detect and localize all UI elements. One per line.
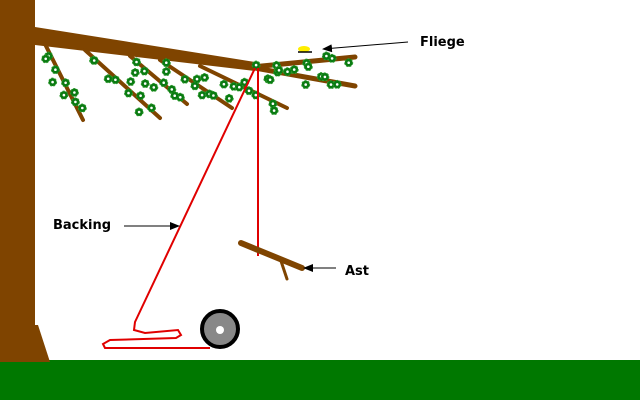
- leaf-center: [243, 81, 246, 84]
- leaf-center: [254, 93, 258, 97]
- leaf-center: [335, 83, 339, 86]
- backing-label: Backing: [53, 218, 111, 233]
- leaf-center: [275, 64, 278, 67]
- leaf-center: [74, 100, 77, 104]
- leaf-center: [323, 75, 327, 79]
- leaf-center: [165, 70, 168, 73]
- leaf-center: [307, 65, 310, 68]
- leaf-center: [304, 83, 308, 86]
- fly-arrow: [322, 41, 409, 53]
- leaf-center: [232, 85, 236, 88]
- leaf-center: [129, 80, 132, 83]
- main-branch: [35, 27, 255, 71]
- leaf-center: [143, 82, 147, 85]
- leaf-center: [329, 83, 333, 86]
- leaf-center: [152, 86, 156, 89]
- leaf-center: [165, 61, 168, 64]
- leaf-center: [212, 94, 215, 97]
- leaf-center: [195, 77, 199, 81]
- leaf-center: [347, 61, 351, 64]
- leaf-center: [51, 80, 54, 84]
- fly: [298, 46, 312, 53]
- backing-line: [101, 67, 256, 349]
- leaf-center: [277, 69, 281, 72]
- leaf-center: [139, 94, 142, 97]
- ground: [0, 360, 640, 400]
- caught-branch: [238, 240, 305, 281]
- fly-label: Fliege: [420, 35, 465, 50]
- leaf-center: [222, 82, 226, 86]
- leaf-center: [62, 93, 66, 97]
- leaf-center: [227, 97, 231, 100]
- leaf-center: [64, 81, 67, 85]
- tree-trunk: [0, 0, 35, 362]
- leaf-center: [137, 110, 141, 114]
- leaf-center: [54, 68, 57, 71]
- leaf-center: [200, 93, 204, 97]
- trunk-root: [33, 325, 50, 362]
- leaf-center: [44, 57, 47, 61]
- leaf-center: [170, 88, 174, 91]
- leaf-center: [150, 106, 153, 110]
- leaves: [41, 51, 354, 117]
- leaf-center: [272, 109, 276, 112]
- leaf-center: [330, 57, 334, 60]
- leaf-center: [114, 78, 117, 82]
- leaf-center: [106, 77, 110, 81]
- leaf-center: [135, 60, 138, 64]
- leaf-center: [286, 70, 289, 73]
- branch-label: Ast: [345, 264, 369, 279]
- leaf-center: [203, 76, 206, 79]
- leaf-center: [325, 54, 328, 58]
- leaf-center: [173, 94, 176, 97]
- leaf-center: [193, 84, 197, 88]
- leaf-center: [92, 59, 96, 62]
- leaf-center: [127, 91, 130, 95]
- leaf-center: [81, 106, 84, 110]
- leaf-center: [254, 63, 258, 67]
- fly-line: [101, 67, 259, 349]
- reel: [200, 309, 240, 349]
- leaf-center: [292, 68, 296, 71]
- leaf-center: [133, 71, 137, 74]
- leaf-center: [162, 81, 165, 84]
- leaf-center: [179, 96, 182, 99]
- leaf-center: [143, 69, 146, 73]
- leaf-center: [271, 102, 275, 105]
- leaf-center: [247, 89, 251, 93]
- leaf-center: [238, 85, 241, 89]
- tree: [0, 0, 358, 362]
- leaf-center: [268, 78, 272, 82]
- leaf-center: [183, 78, 187, 81]
- leaf-center: [73, 91, 76, 94]
